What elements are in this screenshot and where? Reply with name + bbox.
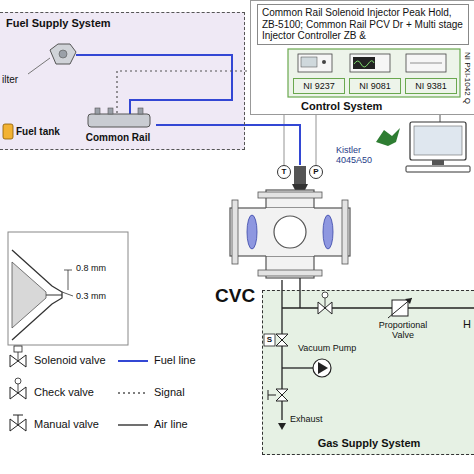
part-label: Vacuum Pump <box>298 343 356 353</box>
region-fill <box>257 4 469 45</box>
common-rail: Common Rail <box>80 113 156 147</box>
combustion-chamber: CVC <box>225 165 355 280</box>
part-label: Exhaust <box>290 414 323 424</box>
region-fill <box>250 0 474 115</box>
node-text: Fuel Supply System <box>6 17 111 30</box>
node-text: NI 9237 <box>303 81 335 91</box>
node-text: Common Rail Solenoid Injector Peak Hold,… <box>262 7 466 42</box>
legend-text: Air line <box>154 418 188 431</box>
part-label: H <box>463 318 471 331</box>
sensor-label: Kistler 4045A50 <box>336 145 386 166</box>
node-text: Common Rail <box>86 132 150 144</box>
sensor-letter: T <box>282 167 287 176</box>
legend-text: Manual valve <box>34 418 99 431</box>
device-label: NI PXI-1042 Q <box>463 52 472 104</box>
controller-note-box: Common Rail Solenoid Injector Peak Hold,… <box>257 4 469 45</box>
fuel-line <box>156 125 300 165</box>
valve-letter: S <box>267 335 272 344</box>
node-text: CVC <box>215 285 255 307</box>
sensor-letter: P <box>313 167 318 176</box>
control-system-panel: Control System Common Rail Solenoid Injec… <box>250 0 474 115</box>
dimension-label: 0.8 mm <box>76 263 106 273</box>
dimension-label: 0.3 mm <box>76 291 106 301</box>
legend-text: Signal <box>154 386 185 399</box>
ni-module-box: NI 9381 <box>405 78 457 94</box>
legend-text: Check valve <box>34 386 94 399</box>
node-text: NI 9081 <box>359 81 391 91</box>
legend-text: Solenoid valve <box>34 354 106 367</box>
region-fill <box>0 12 245 150</box>
signal-line <box>117 71 250 113</box>
gas-supply-region: Gas Supply System <box>262 290 474 455</box>
part-label: Proportional Valve <box>372 320 434 341</box>
region-fill <box>262 290 474 455</box>
part-label: Fuel tank <box>16 126 60 138</box>
ni-module-box: NI 9081 <box>349 78 401 94</box>
air-line <box>281 280 282 290</box>
node-text: Gas Supply System <box>318 437 421 450</box>
legend-text: Fuel line <box>154 354 196 367</box>
part-label: ilter <box>2 74 18 86</box>
node-text: Control System <box>301 100 382 113</box>
node-text: NI 9381 <box>415 81 447 91</box>
ni-module-box: NI 9237 <box>293 78 345 94</box>
